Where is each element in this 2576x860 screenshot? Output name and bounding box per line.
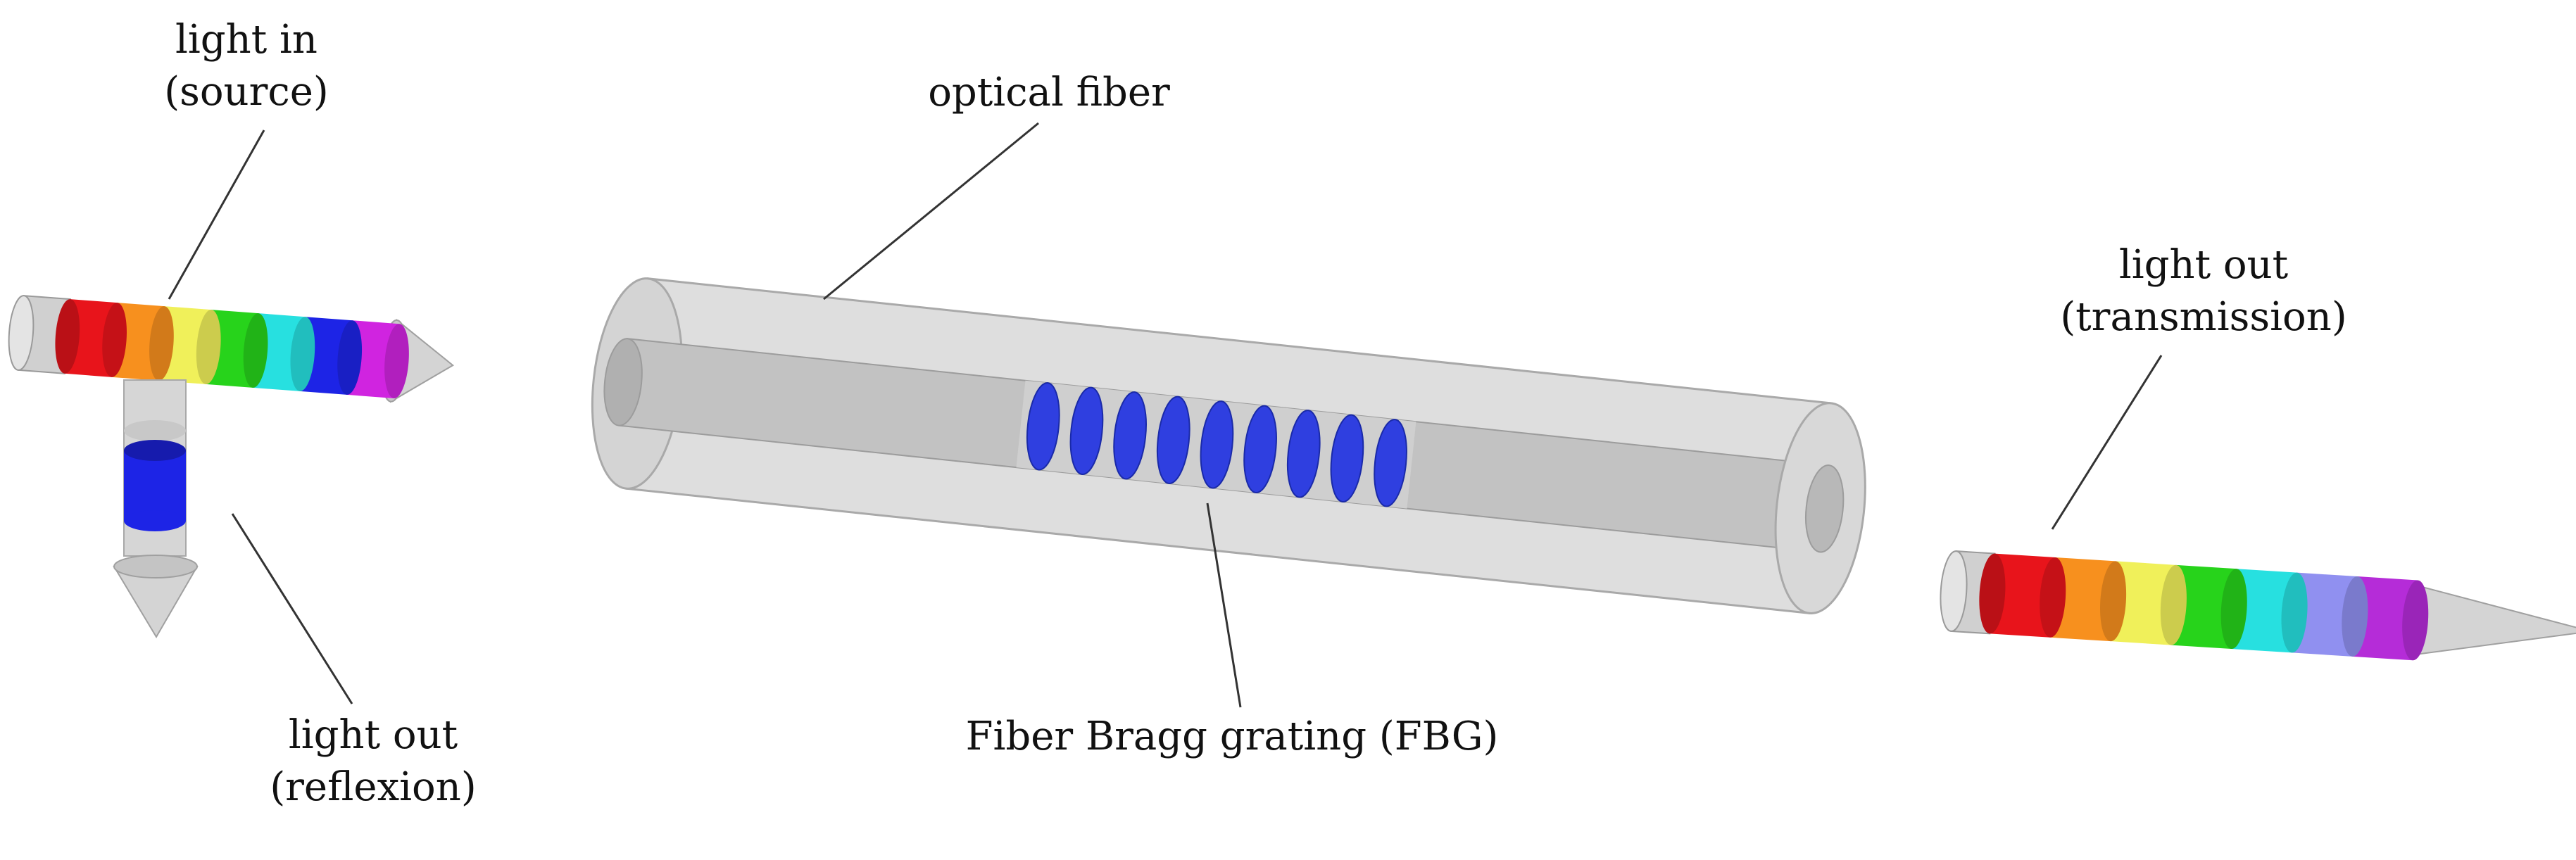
- transmit-segment-face: [2402, 580, 2429, 661]
- grating-disc: [1113, 391, 1147, 480]
- transmit-arrowhead: [2409, 583, 2576, 657]
- label-transmission-line2: (transmission): [2060, 294, 2347, 340]
- leader-grating: [1206, 502, 1242, 708]
- leader-reflexion: [231, 513, 353, 704]
- transmit-segment-face: [2160, 564, 2187, 645]
- transmit-segment-start: [1979, 553, 2006, 634]
- reflect-blue-bottom: [124, 510, 186, 531]
- transmit-segment: [1990, 553, 2056, 638]
- label-light-in-source: light in (source): [106, 14, 387, 118]
- label-transmission-line1: light out: [2118, 242, 2289, 288]
- label-fiber-text: optical fiber: [928, 70, 1170, 115]
- source-segment-face: [384, 324, 409, 398]
- grating-disc: [1330, 414, 1364, 502]
- transmit-cap-end: [1940, 550, 1968, 632]
- source-cap-end: [8, 295, 34, 371]
- label-source-line1: light in: [175, 17, 318, 63]
- source-segment-start: [55, 299, 80, 374]
- transmit-segment: [2050, 557, 2116, 642]
- leader-transmission: [2051, 355, 2163, 530]
- grating-disc: [1374, 419, 1407, 507]
- transmit-segment-face: [2281, 572, 2308, 653]
- source-segment-face: [102, 303, 127, 377]
- source-segment-face: [337, 320, 363, 395]
- transmit-segment: [2170, 564, 2237, 650]
- label-light-out-reflexion: light out (reflexion): [232, 709, 514, 814]
- transmit-segment-face: [2040, 557, 2066, 638]
- label-fbg-text: Fiber Bragg grating (FBG): [965, 714, 1499, 759]
- label-source-line2: (source): [164, 69, 329, 115]
- transmit-segment: [2110, 561, 2176, 645]
- leader-lines: [168, 122, 2163, 708]
- grating-disc: [1069, 386, 1104, 475]
- transmit-segment-face: [2342, 576, 2368, 657]
- leader-source: [168, 129, 265, 300]
- reflect-arrowhead-base: [113, 555, 198, 578]
- grating-disc: [1156, 396, 1190, 484]
- reflect-blue-top: [124, 440, 186, 461]
- core-right-face: [1804, 464, 1845, 553]
- transmit-segment-face: [2099, 561, 2127, 642]
- transmit-segment: [2231, 569, 2297, 653]
- grating-disc: [1200, 400, 1234, 489]
- label-optical-fiber: optical fiber: [866, 67, 1232, 119]
- source-segment-face: [196, 310, 221, 384]
- transmit-segment-face: [2220, 569, 2247, 650]
- reflected-light-arrow: [113, 379, 199, 638]
- label-reflexion-line1: light out: [288, 712, 458, 758]
- leader-fiber: [823, 122, 1039, 301]
- reflect-blue-segment: [124, 450, 186, 521]
- transmit-segment: [2292, 572, 2358, 657]
- grating-disc: [1286, 410, 1321, 498]
- optical-fiber: [591, 277, 1866, 614]
- transmitted-light-arrow: [1940, 550, 2576, 661]
- grating-disc: [1243, 405, 1277, 493]
- label-light-out-transmission: light out (transmission): [2021, 239, 2387, 343]
- source-segment-face: [149, 306, 174, 381]
- transmit-segment: [2352, 576, 2418, 661]
- source-light-arrow: [8, 295, 455, 403]
- grating-disc: [1026, 382, 1060, 471]
- source-segment-face: [243, 313, 268, 388]
- label-fbg: Fiber Bragg grating (FBG): [915, 711, 1549, 763]
- source-segment-face: [290, 317, 315, 391]
- label-reflexion-line2: (reflexion): [270, 764, 477, 810]
- reflect-upper-face: [124, 420, 186, 441]
